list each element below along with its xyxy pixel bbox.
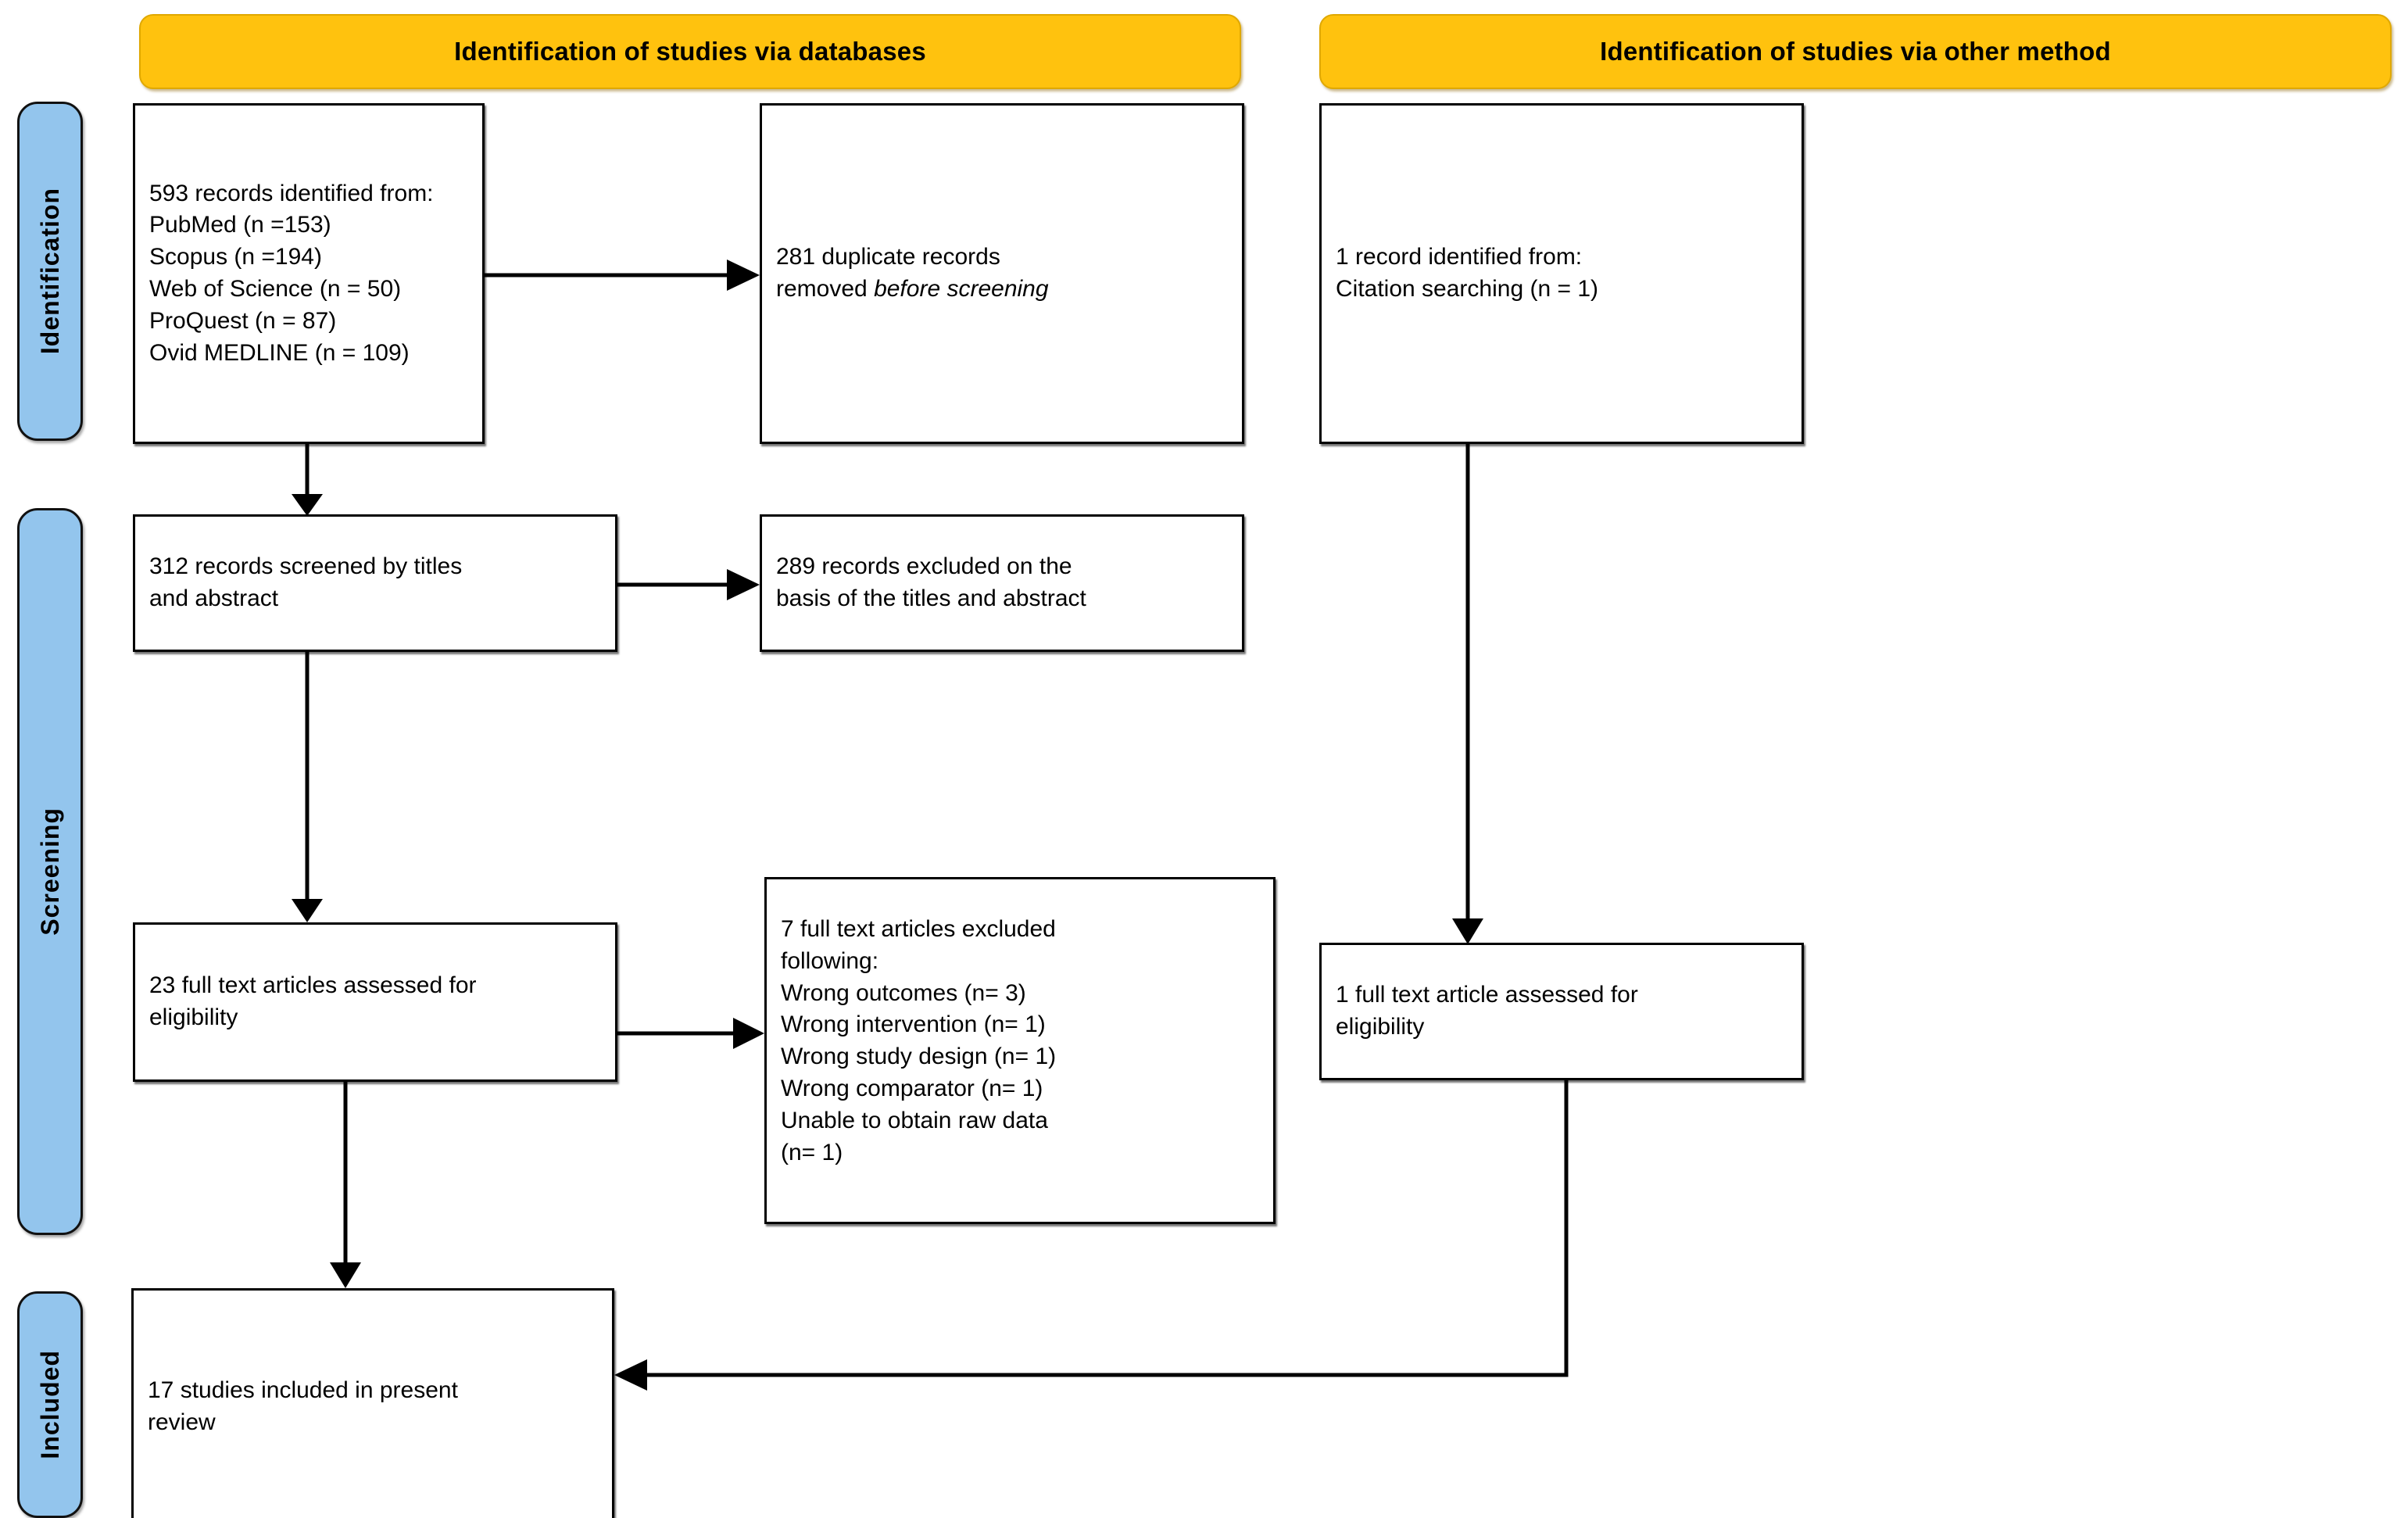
node-fulltext-excluded-text: 7 full text articles excluded following:… <box>781 916 1057 1165</box>
banner-identification-other-method: Identification of studies via other meth… <box>1319 14 2392 89</box>
node-duplicates-removed-text: 281 duplicate records removed before scr… <box>762 242 1242 306</box>
node-records-screened-text: 312 records screened by titles and abstr… <box>149 553 463 611</box>
stage-label-screening: Screening <box>17 508 83 1235</box>
stage-label-identification: Identification <box>17 102 83 441</box>
arrow-fulltext-to-excluded <box>615 1018 764 1049</box>
node-records-excluded-text: 289 records excluded on the basis of the… <box>776 553 1086 611</box>
node-fulltext-assessed: 23 full text articles assessed for eligi… <box>133 922 617 1082</box>
node-other-record-identified: 1 record identified from: Citation searc… <box>1319 103 1804 444</box>
node-studies-included-text: 17 studies included in present review <box>148 1377 458 1435</box>
arrow-screened-to-excluded <box>615 569 760 600</box>
arrow-screened-to-fulltext <box>292 650 323 922</box>
banner-identification-databases: Identification of studies via databases <box>139 14 1241 89</box>
node-other-fulltext-assessed-text: 1 full text article assessed for eligibi… <box>1336 982 1638 1040</box>
node-fulltext-excluded: 7 full text articles excluded following:… <box>764 877 1276 1224</box>
stage-label-included: Included <box>17 1291 83 1518</box>
node-records-excluded: 289 records excluded on the basis of the… <box>760 514 1244 652</box>
node-records-identified: 593 records identified from: PubMed (n =… <box>133 103 485 444</box>
node-fulltext-assessed-text: 23 full text articles assessed for eligi… <box>149 972 477 1030</box>
banner-databases-label: Identification of studies via databases <box>454 37 926 66</box>
arrow-records-to-duplicates <box>482 260 760 291</box>
stage-screening-text: Screening <box>35 807 64 936</box>
node-other-fulltext-assessed: 1 full text article assessed for eligibi… <box>1319 943 1804 1080</box>
banner-other-method-label: Identification of studies via other meth… <box>1600 37 2111 66</box>
node-records-identified-text: 593 records identified from: PubMed (n =… <box>149 180 434 366</box>
arrow-fulltext-to-included <box>330 1082 361 1288</box>
stage-included-text: Included <box>35 1350 64 1459</box>
arrow-other-record-to-other-fulltext <box>1452 444 1483 944</box>
stage-identification-text: Identification <box>35 188 64 355</box>
duplicates-plain-text: 281 duplicate records removed <box>776 244 1000 302</box>
arrow-records-to-screened <box>292 442 323 516</box>
duplicates-italic-text: before screening <box>874 276 1049 302</box>
node-records-screened: 312 records screened by titles and abstr… <box>133 514 617 652</box>
node-duplicates-removed: 281 duplicate records removed before scr… <box>760 103 1244 444</box>
node-other-record-identified-text: 1 record identified from: Citation searc… <box>1336 244 1599 302</box>
node-studies-included: 17 studies included in present review <box>131 1288 614 1518</box>
